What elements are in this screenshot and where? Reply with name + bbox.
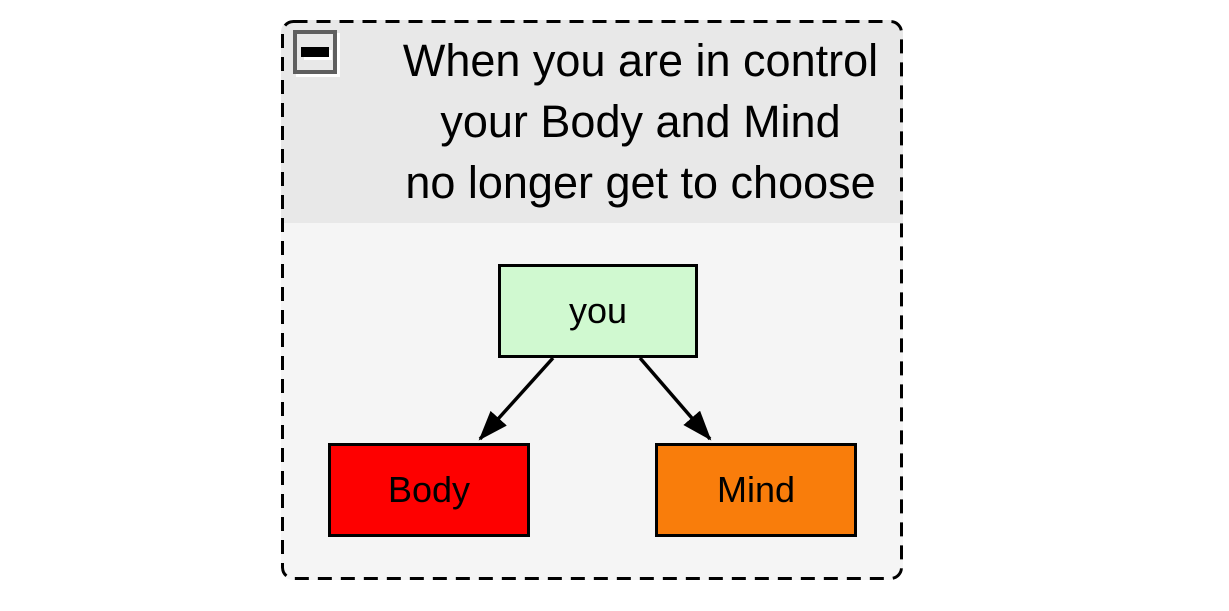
edge-you-to-mind [638, 356, 712, 441]
node-body[interactable]: Body [328, 443, 530, 537]
collapse-button[interactable] [293, 30, 337, 74]
node-mind-label: Mind [716, 469, 796, 510]
collapsible-group-container[interactable]: When you are in control your Body and Mi… [281, 20, 903, 580]
node-you[interactable]: you [498, 264, 698, 358]
group-title: When you are in control your Body and Mi… [402, 35, 879, 208]
node-you-label: you [568, 290, 628, 331]
node-mind[interactable]: Mind [655, 443, 857, 537]
edge-you-to-body [478, 356, 555, 441]
node-body-label: Body [387, 469, 471, 510]
minus-icon [301, 47, 329, 57]
